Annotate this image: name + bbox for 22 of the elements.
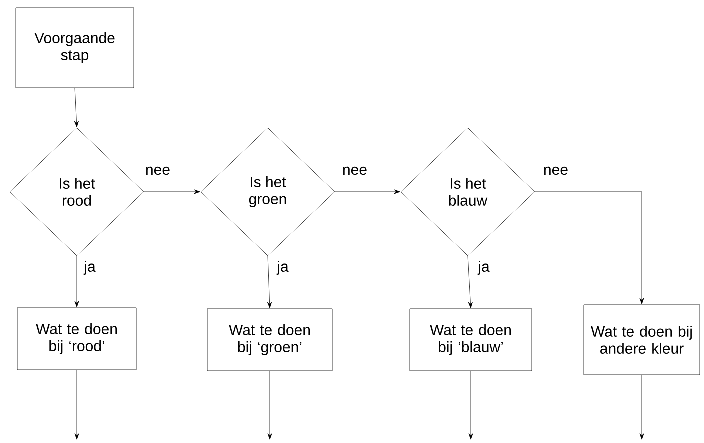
- arrow: [468, 256, 473, 308]
- edge-label: ja: [83, 260, 97, 276]
- process-box: Wat te doen bij ‘groen’: [207, 308, 333, 372]
- arrow: [74, 370, 80, 440]
- arrow: [74, 256, 80, 308]
- arrow: [268, 371, 272, 440]
- process-box: Wat te doen bij ‘blauw’: [410, 308, 532, 372]
- arrow: [640, 375, 644, 440]
- edge-label: nee: [144, 166, 172, 176]
- arrow: [74, 88, 79, 128]
- arrow: [144, 190, 200, 194]
- process-box: Wat te doen bij ‘rood’: [17, 308, 137, 370]
- arrow: [268, 256, 272, 308]
- process-box: Wat te doen bij andere kleur: [584, 304, 700, 376]
- arrow: [468, 371, 474, 440]
- edge-label: nee: [342, 166, 369, 176]
- edge-label: ja: [477, 260, 491, 276]
- edge-label: nee: [542, 166, 570, 176]
- edge-label: ja: [276, 260, 290, 276]
- arrow: [535, 192, 644, 304]
- process-box: Voorgaande stap: [16, 8, 134, 88]
- arrow: [335, 190, 400, 194]
